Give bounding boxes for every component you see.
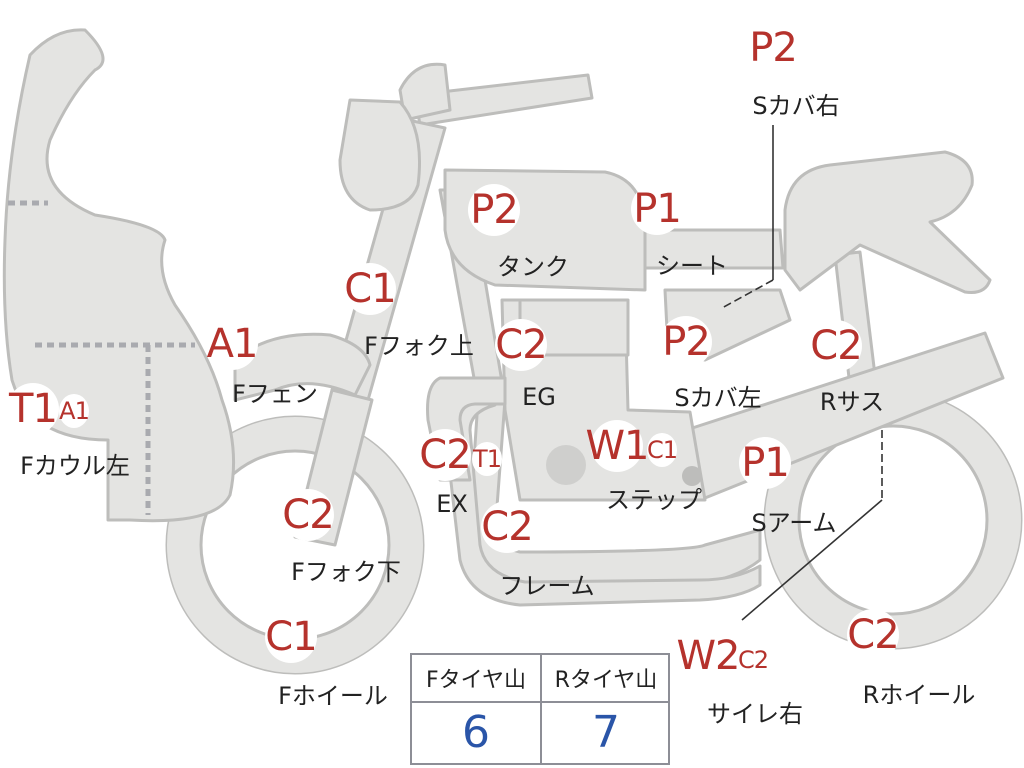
muffler-right-code-badge: W2	[677, 630, 741, 682]
exhaust-label: EX	[436, 490, 468, 518]
fcowl-left-code-badge: T1	[7, 383, 59, 435]
muffler-right-sub-badge: C2	[738, 643, 769, 677]
fcowl-left-sub-badge: A1	[59, 394, 90, 428]
swingarm-code-badge: P1	[739, 437, 791, 489]
engine-cover-shape	[546, 445, 586, 485]
step-label: ステップ	[606, 486, 702, 514]
seat-label: シート	[656, 252, 728, 280]
engine-label: EG	[522, 383, 556, 411]
swingarm-label: Sアーム	[751, 509, 837, 537]
muffler-right-label: サイレ右	[707, 700, 803, 728]
leader-scover-right-2	[721, 279, 774, 309]
front-fender-shape	[233, 332, 372, 402]
front-tire-tread-header: Fタイヤ山	[412, 655, 540, 703]
tank-label: タンク	[497, 253, 569, 281]
front-tire-tread-value: 6	[462, 706, 490, 758]
frame-code-badge: C2	[481, 501, 534, 553]
rwheel-label: Rホイール	[862, 681, 976, 709]
seat-code-badge: P1	[631, 183, 683, 235]
frame-label: フレーム	[499, 572, 595, 600]
headlight-shape	[338, 98, 422, 212]
fwheel-code-badge: C1	[265, 611, 318, 663]
ffork-upper-label: Fフォク上	[364, 332, 474, 360]
ffender-label: Fフェン	[232, 380, 318, 408]
scover-left-code-badge: P2	[660, 316, 712, 368]
frame-lower-shape	[442, 388, 762, 607]
ffender-code-badge: A1	[206, 318, 258, 370]
rear-tire-tread-value: 7	[540, 701, 670, 763]
leader-muffler-2	[741, 499, 883, 621]
tire-tread-table: Fタイヤ山 Rタイヤ山 6 7	[410, 653, 670, 765]
tank-code-badge: P2	[468, 184, 520, 236]
mirror-shape	[398, 62, 452, 122]
ffork-lower-code-badge: C2	[282, 489, 335, 541]
engine-code-badge: C2	[495, 319, 548, 371]
footpeg-shape	[682, 466, 702, 486]
fwheel-label: Fホイール	[278, 682, 388, 710]
ffork-upper-code-badge: C1	[344, 263, 397, 315]
scover-left-label: Sカバ左	[674, 384, 762, 412]
fcowl-left-label: Fカウル左	[20, 452, 130, 480]
exhaust-code-badge: C2	[419, 429, 472, 481]
rsus-code-badge: C2	[810, 320, 863, 372]
step-sub-badge: C1	[647, 433, 678, 467]
step-code-badge: W1	[586, 420, 650, 472]
rear-tire-tread-header: Rタイヤ山	[540, 655, 670, 703]
scover-right-code-badge: P2	[747, 22, 799, 74]
rear-cowl-shape	[783, 150, 992, 294]
ffork-lower-label: Fフォク下	[291, 558, 401, 586]
rsus-label: Rサス	[819, 388, 885, 416]
scover-right-label: Sカバ右	[752, 92, 840, 120]
exhaust-sub-badge: T1	[472, 442, 502, 476]
rwheel-code-badge: C2	[847, 609, 900, 661]
